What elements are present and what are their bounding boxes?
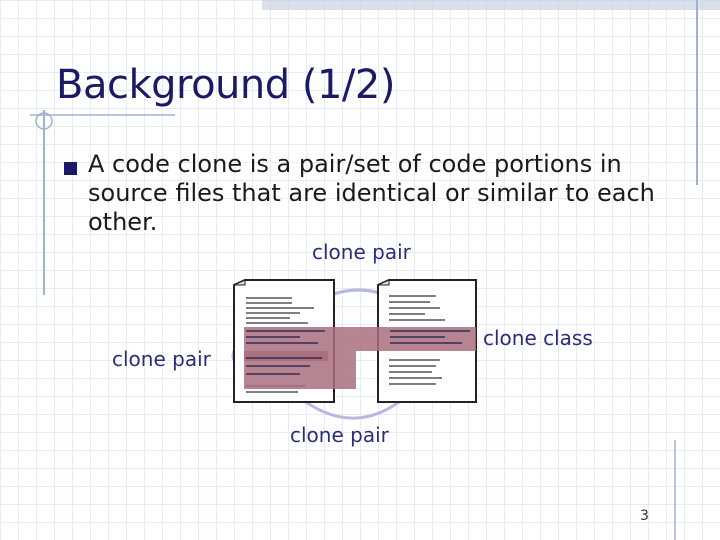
page-title: Background (1/2) xyxy=(56,62,395,108)
bullet-text: A code clone is a pair/set of code porti… xyxy=(88,150,655,236)
bullet-icon xyxy=(64,162,77,175)
clone-class-highlight xyxy=(244,327,476,389)
clone-pair-label-bottom: clone pair xyxy=(290,423,389,447)
page-number: 3 xyxy=(640,508,649,524)
clone-class-label: clone class xyxy=(483,326,593,350)
clone-pair-label-top: clone pair xyxy=(312,240,411,264)
clone-pair-label-left: clone pair xyxy=(112,347,211,371)
